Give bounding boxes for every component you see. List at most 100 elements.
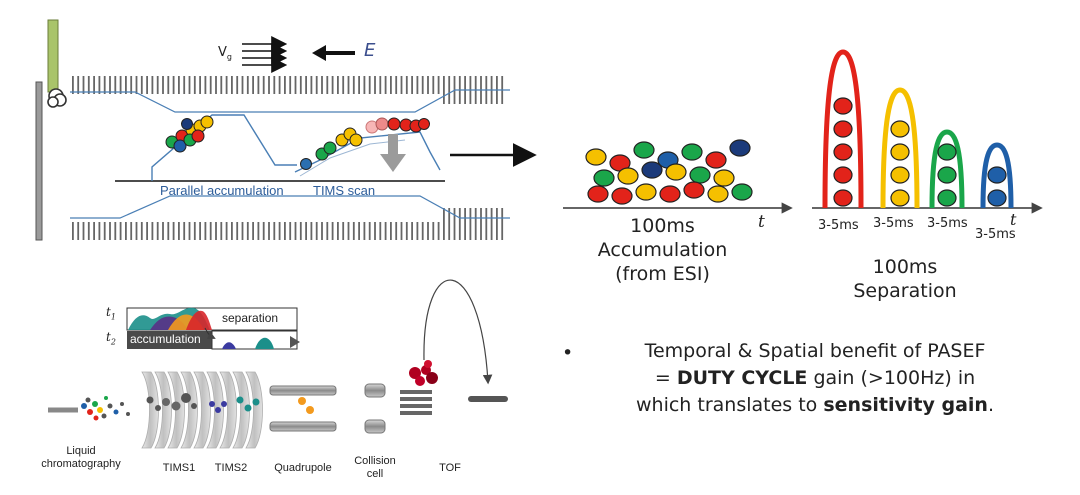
ion-dot [689,166,711,184]
tof-flight-path [423,279,493,385]
t2-peak-blue [222,342,236,349]
electrode [411,76,413,94]
ion-dot [587,185,609,203]
electrode [342,76,345,94]
peak-curve [980,142,1014,209]
electrode [315,222,318,240]
entrance-plate [35,81,43,241]
electrode [347,222,350,240]
electrode [310,76,313,94]
collision-cell-top [364,383,386,398]
ion-dot [987,189,1007,207]
quadrupole-rod-bottom [269,421,337,432]
electrode [151,222,154,240]
electrode [119,76,122,94]
electrode [321,222,323,240]
component-label-tims2: TIMS2 [214,462,248,474]
electrode [72,222,74,240]
ion-dot [833,189,853,207]
accumulation-title: Accumulation [597,239,728,261]
electrode [93,76,95,94]
electrode [358,76,360,94]
tims-scan-label: TIMS scan [313,183,376,198]
ion-dot [729,139,751,157]
electrode [443,76,445,104]
electrode [496,208,498,240]
electrode [443,208,445,240]
electrode [140,222,143,240]
peak-width-label-4: 3-5ms [975,227,1016,242]
electric-field-arrow-icon [312,45,326,61]
scan-arrow-head [380,154,406,172]
electrode [400,76,403,94]
electrode-array-bottom [72,208,504,240]
electrode [384,76,387,94]
electrode [379,222,382,240]
funnel-outline-bottom [70,195,510,219]
electrode [82,76,85,94]
electrode [98,76,101,94]
electrode [236,76,239,94]
separation-title: Separation [853,280,957,302]
ion-dot [617,167,639,185]
tof-pusher [400,390,432,415]
ion-dot [987,166,1007,184]
electrode [390,76,392,94]
ion-dot [713,169,735,187]
electrode [405,76,408,94]
sprayer-tube [47,19,59,93]
electrode [72,76,74,94]
peak-curve [929,129,965,209]
electrode [125,76,127,94]
electrode [246,76,249,94]
ion-dot [665,163,687,181]
electrode [146,76,148,94]
electric-field-label: E [364,40,376,61]
electrode [178,222,180,240]
ion-dot [833,120,853,138]
electrode [236,222,239,240]
ion-dot [681,143,703,161]
electrode [299,222,302,240]
ion-dot [633,141,655,159]
ion-dot [731,183,753,201]
electrode [437,76,440,94]
electrode [125,222,127,240]
electrode [156,222,159,240]
electrode [220,222,223,240]
electrode [204,76,207,94]
t2-label: t2 [106,330,116,347]
electrode [326,76,329,94]
ion-dot [641,161,663,179]
electrode [252,222,254,240]
component-label-quadrupole: Quadrupole [274,462,332,474]
electrode [273,76,276,94]
electrode [501,208,504,240]
electrode [421,222,424,240]
potential-profile-scan-trail [299,139,406,177]
component-label-tof: TOF [439,462,461,474]
electrode [119,222,122,240]
electrode [437,222,440,240]
switch-arrow-icon [204,327,216,339]
parallel-accumulation-label: Parallel accumulation [160,183,284,198]
scan-arrow-shaft [388,134,398,156]
electrode [278,76,281,94]
ion-cluster-accumulation [165,115,214,153]
electrode [130,222,133,240]
peak-width-label-2: 3-5ms [873,216,914,231]
separation-axis-label: t [1010,210,1017,229]
electrode [421,76,424,94]
electrode [427,76,429,94]
electrode [294,76,297,94]
accumulation-bar [127,331,212,349]
ion-dot [937,143,957,161]
ion-dot [890,166,910,184]
ion-dot [593,169,615,187]
tims2-ions [209,396,260,413]
peak-curve [880,87,920,209]
electrode-array-top [72,76,504,104]
ion-cluster-scan [300,117,430,170]
electrode [172,222,175,240]
